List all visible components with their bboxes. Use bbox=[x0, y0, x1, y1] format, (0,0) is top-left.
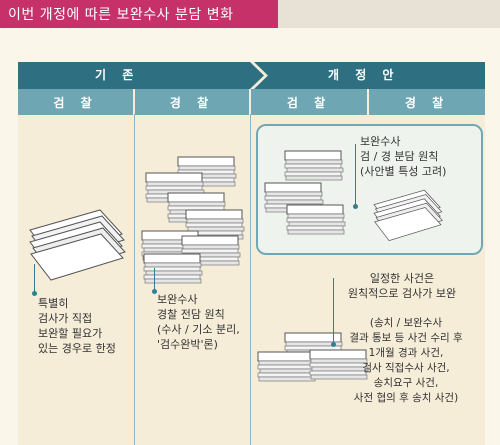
stack-box-c bbox=[286, 204, 346, 235]
note-lower-detail-line3: 1개월 경과 사건, bbox=[368, 347, 444, 359]
leader-dot-col2 bbox=[152, 289, 157, 294]
revised-arrow-shape bbox=[254, 62, 485, 89]
note-lower-detail-line6: 사전 협의 후 송치 사건) bbox=[353, 392, 459, 404]
note-col1-line4: 있는 경우로 한정 bbox=[38, 342, 116, 355]
leader-dot-lower bbox=[331, 342, 336, 347]
note-lower-detail-line1: (송치 / 보완수사 bbox=[369, 317, 443, 329]
subheader-current-police: 경 찰 bbox=[135, 89, 249, 115]
note-box-line1: 보완수사 bbox=[360, 135, 401, 148]
leader-line-box bbox=[355, 144, 356, 206]
note-lower-top-line1: 일정한 사건은 bbox=[369, 272, 435, 285]
column-divider-2 bbox=[250, 114, 251, 445]
leader-line-lower bbox=[333, 278, 334, 344]
note-col2: 보완수사 경찰 전담 원칙 (수사 / 기소 분리, '검수완박'론) bbox=[157, 292, 240, 352]
note-lower-detail-line2: 결과 통보 등 사건 수리 후 bbox=[349, 332, 463, 344]
note-lower-detail-line4: 검사 직접수사 사건, bbox=[362, 362, 450, 374]
page-title: 이번 개정에 따른 보완수사 분담 변화 bbox=[8, 7, 234, 23]
note-lower-top: 일정한 사건은 원칙적으로 검사가 보완 bbox=[322, 271, 482, 301]
column-divider-1 bbox=[134, 114, 135, 445]
leader-dot-box bbox=[353, 204, 358, 209]
title-bar: 이번 개정에 따른 보완수사 분담 변화 bbox=[0, 0, 500, 28]
stack-lower-b bbox=[257, 351, 317, 382]
stack-col1 bbox=[29, 209, 126, 281]
subheader-revised-police: 경 찰 bbox=[369, 89, 485, 115]
note-col2-line1: 보완수사 bbox=[157, 293, 198, 306]
leader-line-col2 bbox=[154, 268, 155, 292]
leader-line-col1 bbox=[34, 264, 35, 294]
note-lower-detail-line5: 송치요구 사건, bbox=[373, 377, 439, 389]
note-col1-line2: 검사가 직접 bbox=[38, 312, 93, 325]
note-box-line3: (사안별 특성 고려) bbox=[360, 165, 447, 178]
note-box: 보완수사 검 / 경 분담 원칙 (사안별 특성 고려) bbox=[360, 134, 446, 179]
note-lower-top-line2: 원칙적으로 검사가 보완 bbox=[347, 287, 457, 300]
subheader-current-prosecution: 검 찰 bbox=[18, 89, 133, 115]
header-revised: 개 정 안 bbox=[328, 68, 400, 82]
note-col2-line4: '검수완박'론) bbox=[157, 338, 218, 351]
title-accent bbox=[0, 0, 278, 28]
leader-dot-col1 bbox=[32, 291, 37, 296]
stack-box-loose bbox=[373, 189, 443, 241]
note-col2-line2: 경찰 전담 원칙 bbox=[157, 308, 225, 321]
stack-col2-g bbox=[143, 253, 203, 284]
stack-box-a bbox=[284, 150, 344, 181]
note-col1: 특별히 검사가 직접 보완할 필요가 있는 경우로 한정 bbox=[38, 296, 116, 356]
note-col1-line3: 보완할 필요가 bbox=[38, 327, 103, 340]
subheader-revised-prosecution: 검 찰 bbox=[251, 89, 367, 115]
note-lower-detail: (송치 / 보완수사 결과 통보 등 사건 수리 후 1개월 경과 사건, 검사… bbox=[328, 316, 484, 406]
note-col2-line3: (수사 / 기소 분리, bbox=[157, 323, 240, 336]
header-arrows bbox=[18, 62, 485, 89]
header-current: 기 존 bbox=[95, 68, 140, 82]
current-arrow-shape bbox=[18, 62, 264, 89]
note-box-line2: 검 / 경 분담 원칙 bbox=[360, 150, 439, 163]
note-col1-line1: 특별히 bbox=[38, 297, 69, 310]
